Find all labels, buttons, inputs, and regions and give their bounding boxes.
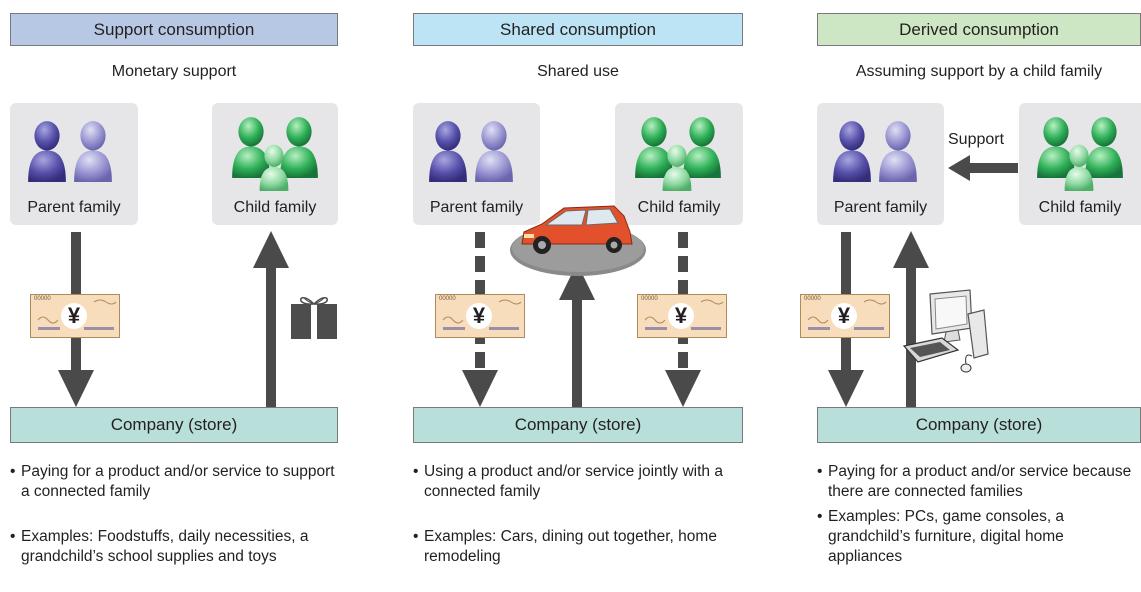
parent-family-label: Parent family [833,199,928,216]
child-family-label: Child family [1038,199,1122,216]
company-store: Company (store) [413,407,743,443]
yen-symbol: ¥ [837,303,851,328]
parent-family-label: Parent family [429,199,524,216]
child-family-box: Child family [212,103,338,225]
computer-icon [902,289,989,373]
banknote-serial: 00000 [804,296,821,302]
child-family-box: Child family [1019,103,1141,225]
child-family-label: Child family [637,199,721,216]
arrow-up-goods [253,231,289,408]
parent-family-box: Parent family [413,103,540,225]
banknote-serial: 00000 [439,296,456,302]
yen-symbol: ¥ [674,303,688,328]
subtitle-assuming-support: Assuming support by a child family [855,63,1103,80]
bullet-item: • Paying for a product and/or service to… [10,463,335,500]
banknote-yen: 00000 ¥ [30,294,120,338]
bullet-item: • Paying for a product and/or service be… [817,463,1132,500]
parent-family-label: Parent family [27,199,121,216]
arrow-up-shared [559,263,595,410]
banknote-serial: 00000 [34,296,51,302]
parent-family-box: Parent family [10,103,138,225]
gift-icon [291,297,337,339]
banknote-yen: 00000 ¥ [435,294,525,338]
header-derived-consumption: Derived consumption [817,13,1141,46]
banknote-yen: 00000 ¥ [637,294,727,338]
support-label: Support [948,131,1005,148]
company-store: Company (store) [10,407,338,443]
bullet-item: • Examples: PCs, game consoles, a grandc… [817,508,1065,565]
yen-symbol: ¥ [67,303,81,328]
car-icon [510,205,646,276]
child-family-box: Child family [615,103,743,225]
arrow-left-support [948,155,1018,181]
company-store: Company (store) [817,407,1141,443]
banknote-yen: 00000 ¥ [800,294,890,338]
bullet-item: • Examples: Foodstuffs, daily necessitie… [10,528,309,565]
subtitle-monetary-support: Monetary support [111,63,237,80]
parent-family-box: Parent family [817,103,944,225]
header-shared-consumption: Shared consumption [413,13,743,46]
yen-symbol: ¥ [472,303,486,328]
bullet-item: • Using a product and/or service jointly… [413,463,723,500]
bullet-item: • Examples: Cars, dining out together, h… [413,528,717,565]
header-support-consumption: Support consumption [10,13,338,46]
banknote-serial: 00000 [641,296,658,302]
child-family-label: Child family [233,199,317,216]
arrow-up-goods [893,231,929,408]
subtitle-shared-use: Shared use [537,63,619,80]
